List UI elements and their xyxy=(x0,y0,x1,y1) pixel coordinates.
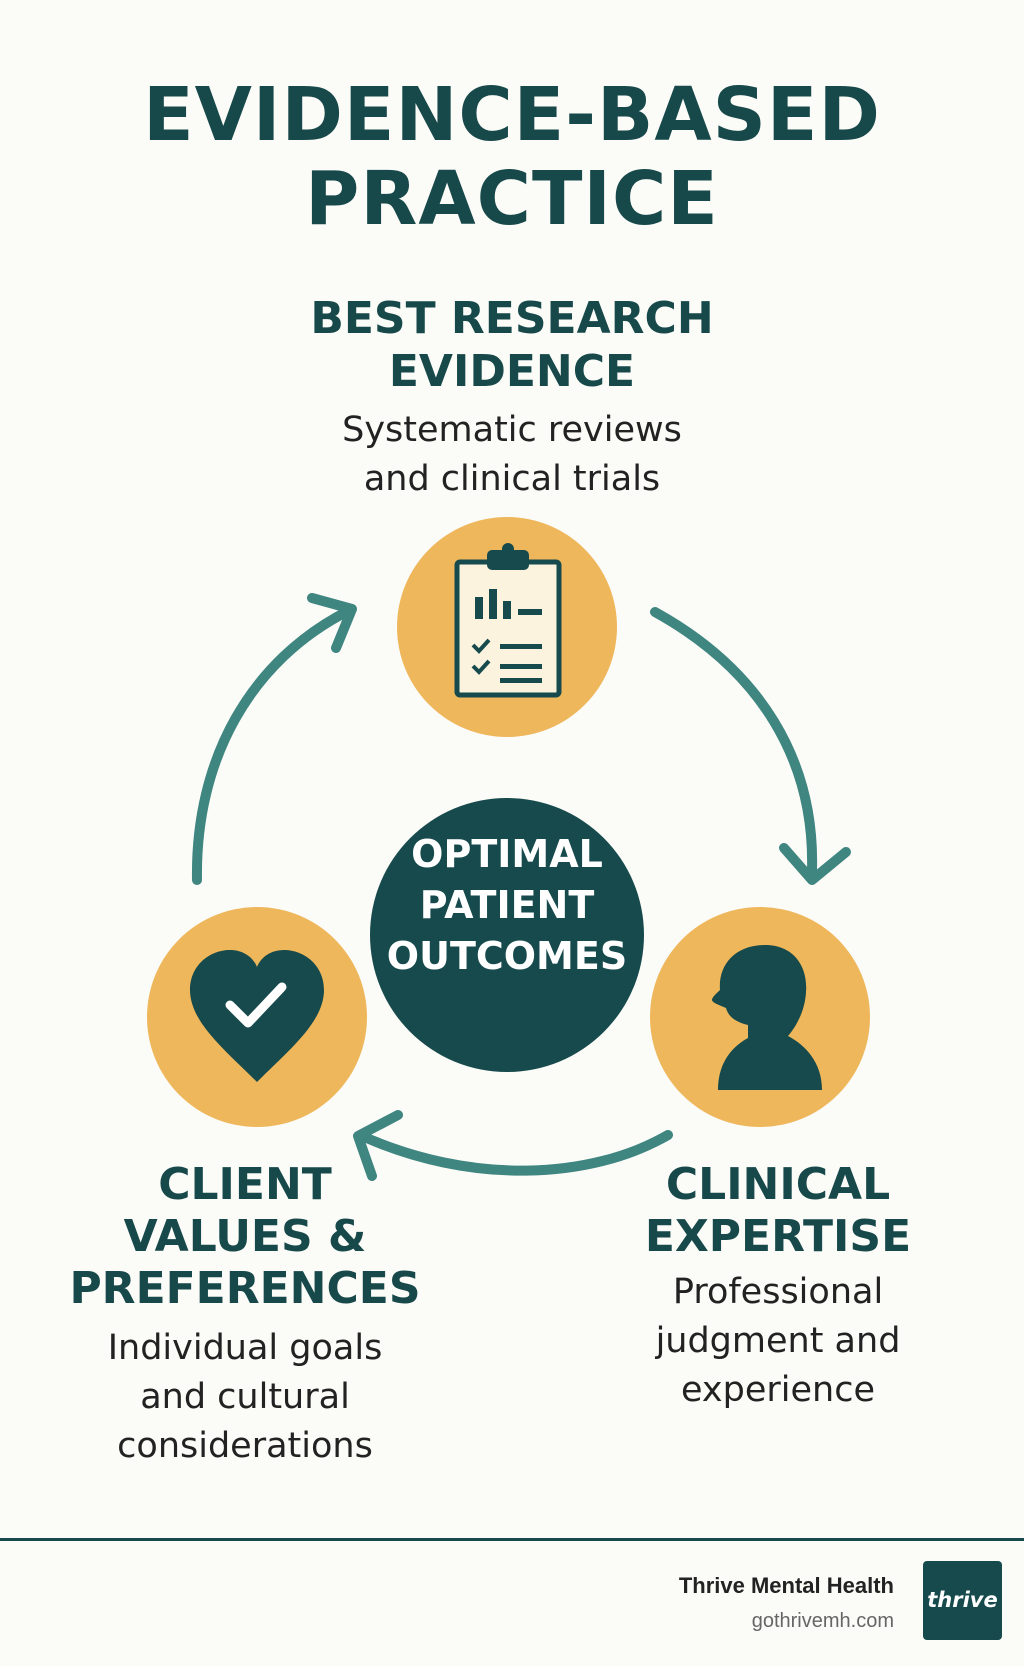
research-desc-line-1: Systematic reviews xyxy=(342,410,682,450)
client-heading-line-3: PREFERENCES xyxy=(69,1263,421,1314)
arrow-research-to-expertise xyxy=(650,607,818,875)
title-line-2: PRACTICE xyxy=(305,156,719,242)
center-label-line-3: OUTCOMES xyxy=(386,934,628,978)
arrowhead-expertise xyxy=(779,843,851,885)
client-heading-line-1: CLIENT xyxy=(158,1159,332,1210)
arrowhead-research xyxy=(307,593,357,653)
center-label-line-1: OPTIMAL xyxy=(411,832,603,876)
expertise-heading-line-2: EXPERTISE xyxy=(644,1211,912,1262)
arrowhead-client xyxy=(353,1110,403,1181)
expertise-desc-line-3: experience xyxy=(681,1370,875,1410)
title-line-1: EVIDENCE-BASED xyxy=(143,72,881,158)
evidence-cycle-diagram xyxy=(147,517,870,1181)
client-heading-line-2: VALUES & xyxy=(123,1211,367,1262)
research-heading-line-2: EVIDENCE xyxy=(388,346,636,397)
client-desc-line-3: considerations xyxy=(117,1426,373,1466)
center-circle xyxy=(370,798,644,1072)
heart-check-icon xyxy=(190,950,324,1082)
expertise-desc-line-2: judgment and xyxy=(655,1321,901,1361)
client-desc-line-1: Individual goals xyxy=(107,1328,383,1368)
arrow-client-to-research xyxy=(191,605,355,885)
footer-divider xyxy=(0,1538,1024,1541)
expertise-heading-line-1: CLINICAL xyxy=(665,1159,891,1210)
research-heading-line-1: BEST RESEARCH xyxy=(310,293,714,344)
center-label-line-2: PATIENT xyxy=(419,883,595,927)
clipboard-chart-icon xyxy=(454,543,562,698)
footer-url[interactable]: gothrivemh.com xyxy=(751,1610,894,1632)
client-desc-line-2: and cultural xyxy=(140,1377,350,1417)
research-desc-line-2: and clinical trials xyxy=(363,459,661,499)
arrow-expertise-to-client xyxy=(355,1130,673,1176)
expertise-desc-line-1: Professional xyxy=(672,1272,884,1312)
footer-brand-name: Thrive Mental Health xyxy=(678,1573,894,1598)
person-head-icon xyxy=(712,945,822,1090)
thrive-logo: thrive xyxy=(923,1561,1002,1640)
